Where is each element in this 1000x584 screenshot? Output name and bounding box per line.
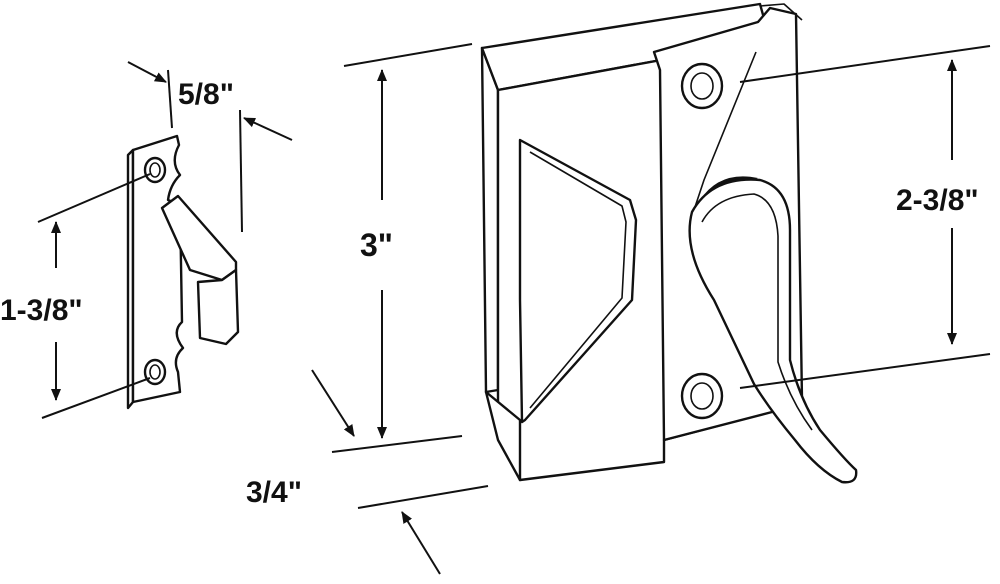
keeper-width-arrow-left	[127, 61, 167, 83]
latch-bottom-screw-hole-inner	[690, 382, 714, 410]
keeper-hook-face	[196, 268, 240, 346]
latch-hole-spacing-label: 2-3/8"	[896, 184, 979, 217]
latch-height-dimension: 3"	[331, 43, 473, 453]
latch-hole-spacing-dimension: 2-3/8"	[739, 45, 991, 389]
latch-height-extension-top	[343, 43, 473, 67]
latch-slot-recess	[518, 138, 638, 424]
keeper-bottom-screw-hole-inner	[149, 364, 161, 380]
keeper-strike-plate	[126, 134, 240, 410]
keeper-width-dimension: 5/8"	[127, 61, 293, 233]
latch-left-wall	[480, 46, 500, 394]
latch-depth-dimension: 3/4"	[246, 369, 489, 575]
keeper-width-arrow-right	[243, 117, 293, 141]
latch-bottom-lip	[484, 390, 522, 482]
latch-depth-arrow-bottom	[401, 511, 441, 575]
latch-spacing-extension-bottom	[739, 353, 991, 389]
latch-bottom-screw-hole	[680, 372, 724, 420]
latch-lever-inner-edge	[701, 193, 813, 431]
keeper-spacing-extension-bottom	[41, 377, 151, 419]
latch-slot-inner-edge	[529, 151, 627, 409]
latch-height-extension-bottom	[331, 435, 463, 453]
latch-depth-extension	[357, 485, 489, 509]
keeper-spacing-extension-top	[37, 173, 151, 223]
keeper-top-screw-hole	[143, 156, 167, 184]
keeper-top-screw-hole-inner	[149, 162, 161, 178]
keeper-hole-spacing-dimension: 1-3/8"	[0, 173, 151, 419]
keeper-bottom-screw-hole	[143, 358, 167, 386]
latch-height-label: 3"	[360, 227, 393, 263]
latch-top-screw-hole-inner	[690, 72, 714, 100]
keeper-hole-spacing-label: 1-3/8"	[0, 294, 83, 327]
latch-cam-edge	[693, 51, 757, 211]
latch-spacing-extension-top	[739, 45, 991, 83]
latch-top-screw-hole	[680, 62, 724, 110]
sash-latch	[480, 2, 858, 484]
latch-lever-handle	[688, 178, 858, 484]
keeper-width-extension-left	[167, 69, 173, 129]
latch-plate-top-edge	[759, 3, 803, 21]
keeper-width-label: 5/8"	[178, 78, 234, 111]
latch-depth-label: 3/4"	[246, 476, 302, 509]
latch-depth-arrow-top	[311, 369, 355, 437]
keeper-width-extension-right	[239, 109, 243, 233]
